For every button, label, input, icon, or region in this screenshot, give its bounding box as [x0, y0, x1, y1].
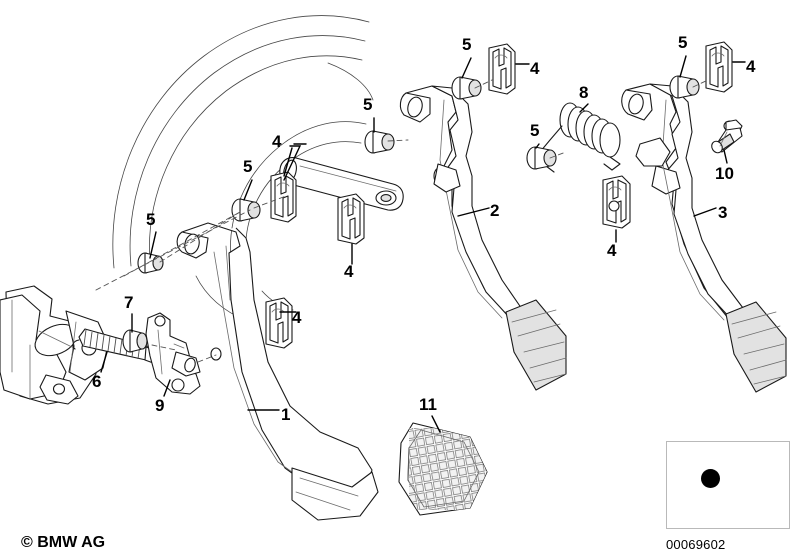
- callout-4: 4: [292, 308, 302, 327]
- retaining-clip-4-f: [602, 175, 631, 229]
- lever-bracket-9: [145, 312, 222, 395]
- bushing-5-d: [451, 76, 482, 100]
- clevis-pin-10: [711, 119, 743, 154]
- leader-lines: [100, 55, 746, 433]
- callout-6: 6: [92, 372, 102, 391]
- torsion-spring-8: [539, 102, 621, 173]
- legend-box: [666, 441, 790, 529]
- callout-4: 4: [272, 132, 282, 151]
- assembly-axis-lines: [95, 79, 709, 363]
- callout-5: 5: [243, 157, 253, 176]
- callout-10: 10: [715, 164, 734, 183]
- bushing-5-c: [364, 130, 395, 154]
- accelerator-pedal-arm: [176, 222, 379, 521]
- bushing-5-f: [669, 75, 700, 99]
- callout-5: 5: [363, 95, 373, 114]
- diagram-number: 00069602: [666, 537, 726, 552]
- bushing-5-e: [526, 146, 557, 170]
- retaining-clip-4-b: [337, 193, 365, 245]
- copyright-notice: © BMW AG: [21, 534, 106, 551]
- callout-4: 4: [746, 57, 756, 76]
- retaining-clip-4-e: [705, 41, 733, 93]
- callout-2: 2: [490, 201, 500, 220]
- callout-4: 4: [530, 59, 540, 78]
- retaining-clip-4-c: [265, 297, 293, 349]
- brake-pedal-arm: [399, 85, 567, 391]
- callout-9: 9: [155, 396, 165, 415]
- callout-5: 5: [530, 121, 540, 140]
- callout-5: 5: [678, 33, 688, 52]
- callout-1: 1: [281, 405, 291, 424]
- clutch-pedal-arm: [621, 83, 787, 393]
- retaining-clip-4-d: [488, 43, 516, 95]
- callout-7: 7: [124, 293, 134, 312]
- legend-dot-icon: [701, 469, 720, 488]
- rubber-pedal-pad-11: [398, 422, 488, 516]
- callout-5: 5: [462, 35, 472, 54]
- callout-5: 5: [146, 210, 156, 229]
- callout-4: 4: [607, 241, 617, 260]
- callout-8: 8: [579, 83, 589, 102]
- callout-11: 11: [419, 395, 437, 414]
- callout-3: 3: [718, 203, 728, 222]
- callout-4: 4: [344, 262, 354, 281]
- bushing-5-b: [231, 198, 261, 222]
